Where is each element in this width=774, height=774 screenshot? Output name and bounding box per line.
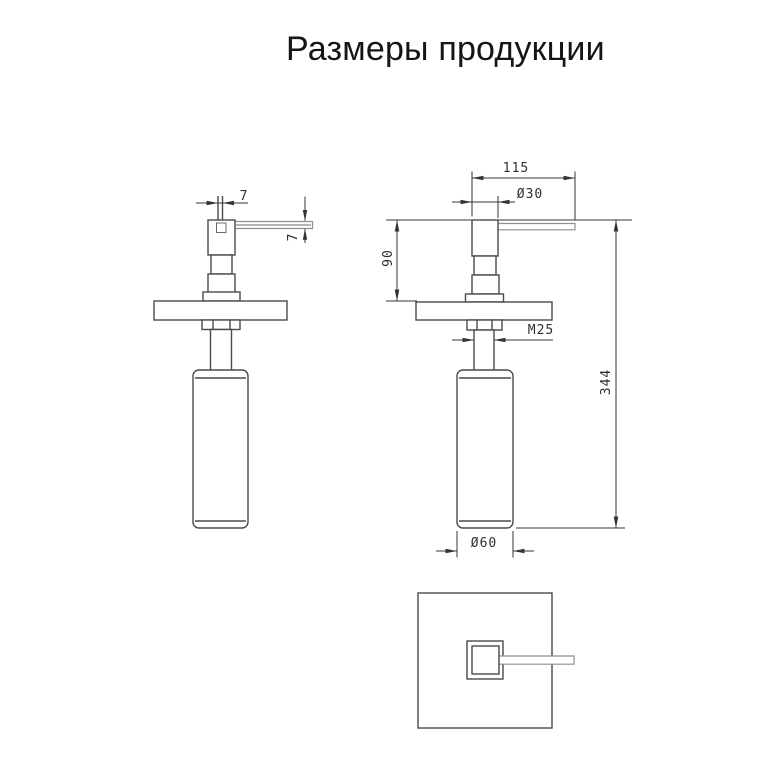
- arrowhead: [206, 200, 218, 206]
- dim-shaft-width: 7: [196, 189, 249, 206]
- arrowhead: [494, 337, 506, 343]
- mounting-nut: [201, 319, 241, 331]
- arrowhead: [222, 200, 234, 206]
- arrowhead: [302, 228, 308, 240]
- arrowhead: [498, 199, 510, 205]
- dim-pump-height-label: 90: [381, 249, 396, 267]
- bottle-tube: [209, 328, 233, 375]
- dim-spout-length-label: 115: [503, 161, 529, 176]
- dim-total-height-label: 344: [599, 369, 614, 395]
- dim-head-diameter-label: Ø30: [517, 187, 543, 202]
- dim-thread-label: M25: [528, 323, 554, 338]
- side-view: 115 Ø30: [381, 161, 632, 558]
- arrowhead: [563, 175, 575, 181]
- pump-neck: [210, 254, 233, 275]
- deck-plate: [415, 301, 553, 321]
- pump-head: [207, 219, 236, 256]
- mounting-nut: [466, 319, 503, 331]
- dim-total-height: 344: [516, 220, 625, 529]
- dim-pump-height: 90: [381, 220, 417, 302]
- arrowhead: [394, 220, 400, 232]
- dim-head-diameter: Ø30: [452, 187, 543, 218]
- bottle: [192, 369, 249, 529]
- bottle-tube: [473, 329, 495, 375]
- arrowhead: [460, 199, 472, 205]
- dim-spout-length: 115: [471, 161, 576, 221]
- arrowhead: [513, 548, 525, 554]
- arrowhead: [613, 220, 619, 232]
- dim-bottle-diameter-label: Ø60: [471, 536, 497, 551]
- spout: [499, 655, 575, 665]
- arrowhead: [462, 337, 474, 343]
- pump-head-inner: [471, 645, 500, 675]
- dim-shaft-width-label: 7: [240, 189, 249, 204]
- bottle: [456, 369, 514, 529]
- pump-collar: [207, 273, 236, 294]
- arrowhead: [613, 516, 619, 528]
- front-view: 7 7: [153, 189, 314, 529]
- arrowhead: [394, 289, 400, 301]
- dim-spout-height-label: 7: [286, 233, 301, 242]
- dim-bottle-diameter: Ø60: [436, 531, 534, 558]
- arrowhead: [472, 175, 484, 181]
- mounting-flange: [202, 291, 241, 302]
- arrowhead: [445, 548, 457, 554]
- dim-spout-height: 7: [286, 196, 308, 243]
- pump-collar: [471, 274, 500, 295]
- spout: [498, 222, 576, 231]
- arrowhead: [302, 210, 308, 221]
- page-title: Размеры продукции: [286, 30, 605, 68]
- pump-head-detail: [216, 222, 227, 233]
- pump-head: [471, 219, 499, 257]
- dim-thread: M25: [452, 323, 554, 343]
- deck-plate: [153, 300, 288, 321]
- pump-neck: [473, 255, 497, 276]
- mounting-flange: [464, 293, 505, 303]
- top-view: [417, 592, 575, 729]
